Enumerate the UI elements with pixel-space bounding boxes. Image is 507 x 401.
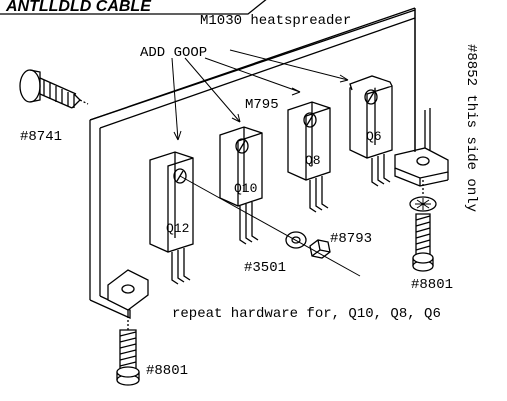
nut-label: #8793 (330, 231, 372, 247)
hardware-axis-line (179, 175, 361, 277)
screw-right: #8801 (409, 180, 453, 293)
screw-right-label: #8801 (411, 277, 453, 293)
goop-label: ADD GOOP (140, 45, 207, 61)
q10-label: Q10 (234, 181, 257, 196)
transistor-q12: Q12 (149, 151, 194, 285)
title-text: ANTLLDLD CABLE (5, 0, 152, 15)
screw-left: #8741 (19, 69, 89, 145)
ic-label: M795 (245, 97, 279, 113)
q12-label: Q12 (166, 221, 189, 236)
heatspreader-label: M1030 heatspreader (200, 13, 351, 29)
q8-label: Q8 (305, 153, 321, 168)
transistor-q10: Q10 (219, 126, 263, 245)
screw-bottom: #8801 (116, 320, 188, 386)
transistor-q6: Q6 (349, 75, 393, 187)
repeat-note: repeat hardware for, Q10, Q8, Q6 (172, 306, 441, 322)
screw-left-label: #8741 (20, 129, 62, 145)
spacer-side-label: #8852 this side only (463, 44, 479, 212)
screw-bottom-label: #8801 (146, 363, 188, 379)
goop-arrows (171, 49, 349, 141)
transistor-q8: Q8 (287, 101, 331, 213)
title-banner: ANTLLDLD CABLE (0, 0, 267, 15)
q6-label: Q6 (366, 129, 382, 144)
washer-label: #3501 (244, 260, 286, 276)
heatspreader-plate (89, 7, 449, 320)
washer: #3501 (244, 231, 307, 276)
nut: #8793 (309, 231, 372, 259)
